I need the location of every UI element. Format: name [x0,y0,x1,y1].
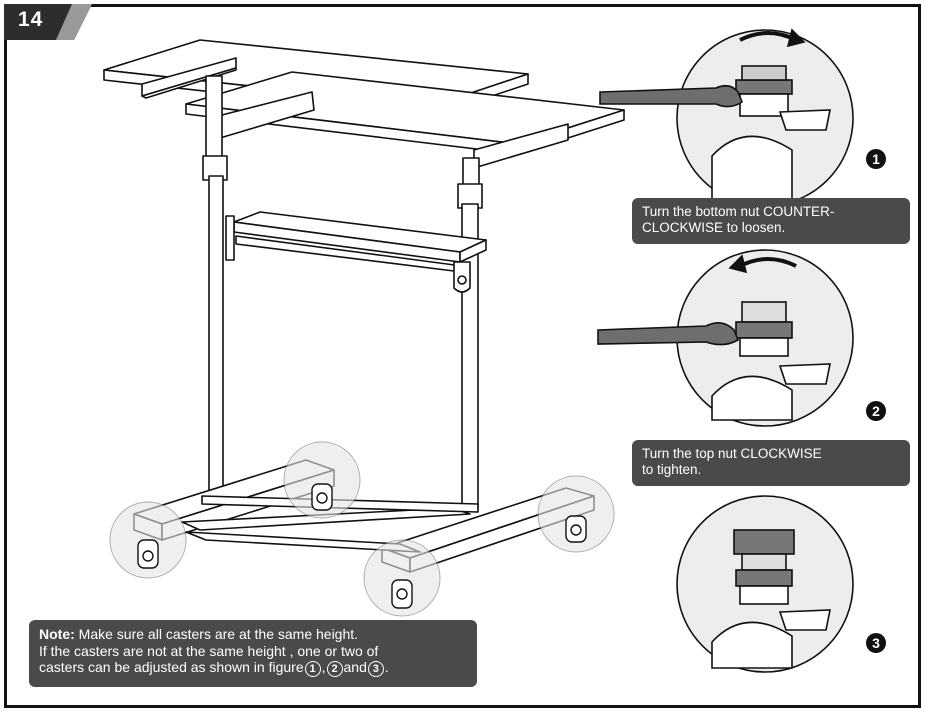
note-line1: Note: Make sure all casters are at the s… [39,626,467,643]
note-text1: Make sure all casters are at the same he… [74,626,359,642]
caption-loosen-line2: CLOCKWISE to loosen. [642,220,786,235]
page-frame [4,4,921,708]
caption-loosen-line1: Turn the bottom nut COUNTER- [642,204,835,219]
detail-circle-2 [597,249,854,427]
detail-circle-3 [676,495,854,673]
note-and: and [343,659,367,675]
caption-loosen-bottom-nut: Turn the bottom nut COUNTER- CLOCKWISE t… [632,198,910,244]
step-badge-1: 1 [866,149,886,169]
step-tab [4,4,92,40]
note-line3: casters can be adjusted as shown in figu… [39,659,467,677]
step-number: 14 [18,8,44,31]
note-line2: If the casters are not at the same heigh… [39,642,379,659]
figure-ref-1: 1 [304,661,321,677]
step-badge-3: 3 [866,633,886,653]
figure-ref-2: 2 [326,661,343,677]
note-end: . [384,659,389,675]
step-badge-2: 2 [866,401,886,421]
figure-ref-3: 3 [367,661,384,677]
note-label: Note: [39,626,75,642]
caption-tighten-top-nut: Turn the top nut CLOCKWISE to tighten. [632,440,910,486]
caption-tighten-line2: to tighten. [642,462,702,477]
note-text3: casters can be adjusted as shown in figu… [39,659,304,675]
detail-circle-1 [599,28,854,207]
note-box: Note: Make sure all casters are at the s… [29,620,477,687]
caption-tighten-line1: Turn the top nut CLOCKWISE [642,446,822,461]
note-sep: , [321,659,326,675]
